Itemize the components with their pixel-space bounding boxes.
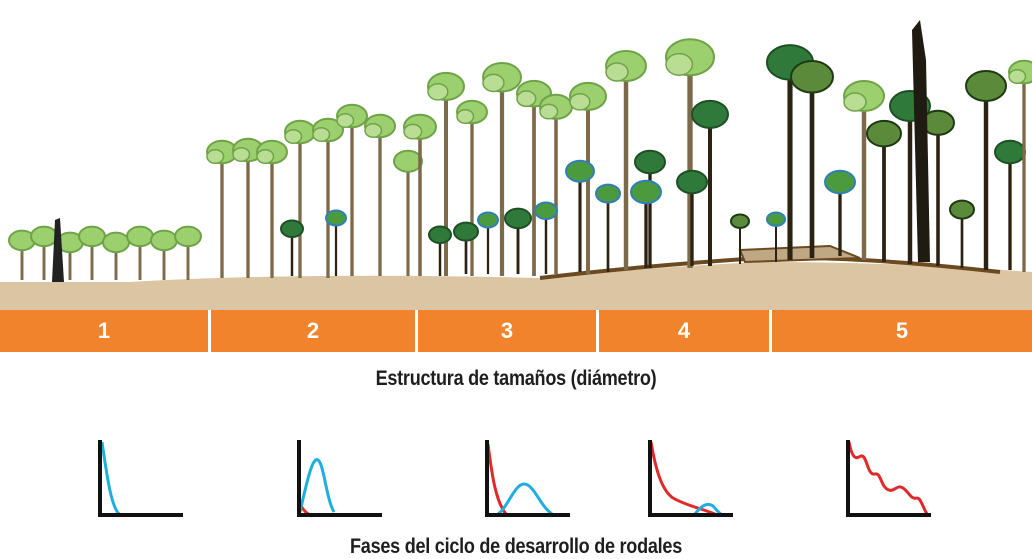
tree-crown xyxy=(534,201,558,221)
curve-blue xyxy=(100,441,121,516)
tree-crown-lobe xyxy=(364,123,383,138)
tree-crown xyxy=(174,225,202,248)
tree-crown xyxy=(866,119,902,148)
size-structure-title: Estructura de tamaños (diámetro) xyxy=(375,367,657,390)
tree-crown-lobe xyxy=(427,82,449,101)
dead-snag xyxy=(912,20,930,262)
curve-blue xyxy=(495,482,553,517)
curve-blue xyxy=(298,458,336,513)
phase-bar: 1 2 3 4 5 xyxy=(0,310,1032,352)
tree-crown xyxy=(565,159,595,183)
ground xyxy=(0,262,1032,310)
tree-crown xyxy=(126,225,154,248)
size-curve-phase-4 xyxy=(648,440,733,517)
tree-crown-lobe xyxy=(516,90,537,108)
tree-crown xyxy=(325,209,347,227)
tree-crown xyxy=(78,225,106,248)
curve-red xyxy=(847,441,929,515)
tree-crown xyxy=(766,211,786,227)
curve-red xyxy=(486,443,508,515)
tree-crown xyxy=(428,225,452,245)
phase-5: 5 xyxy=(772,310,1032,352)
tree-crown xyxy=(102,231,130,254)
tree-crown-lobe xyxy=(336,113,355,128)
dead-snag xyxy=(52,218,64,282)
tree-crown-lobe xyxy=(206,149,225,164)
tree-crown-lobe xyxy=(232,147,251,162)
tree-crown-lobe xyxy=(605,62,629,82)
axis xyxy=(648,440,733,517)
size-curve-phase-5 xyxy=(846,440,931,517)
tree-crown xyxy=(280,219,304,239)
tree-crown-lobe xyxy=(539,103,559,120)
axis xyxy=(846,440,931,517)
phase-1: 1 xyxy=(0,310,208,352)
tree-crown xyxy=(477,211,499,229)
tree-crown xyxy=(949,199,975,220)
tree-crown xyxy=(150,229,178,252)
phase-2: 2 xyxy=(211,310,415,352)
tree-crown-lobe xyxy=(569,92,591,111)
tree-crown-lobe xyxy=(312,127,331,142)
tree-crown-lobe xyxy=(482,73,505,93)
axis xyxy=(98,440,183,517)
size-curve-phase-3 xyxy=(485,440,570,517)
tree-crown xyxy=(634,149,666,175)
tree-crown-lobe xyxy=(256,149,275,164)
curve-red xyxy=(649,441,718,517)
tree-crown xyxy=(393,149,423,173)
tree-crown-lobe xyxy=(665,52,694,76)
tree-crown xyxy=(595,183,621,204)
tree-crown xyxy=(630,179,662,205)
tree-crown-lobe xyxy=(456,109,475,124)
tree-crown xyxy=(790,60,834,94)
axis xyxy=(297,440,382,517)
tree-crown xyxy=(504,207,532,230)
tree-crown xyxy=(824,169,856,195)
phase-4: 4 xyxy=(599,310,769,352)
size-curve-phase-2 xyxy=(297,440,382,517)
tree-crown-lobe xyxy=(843,92,867,112)
tree-crown xyxy=(965,70,1007,102)
tree-crown-lobe xyxy=(403,123,423,140)
tree-crown xyxy=(994,139,1026,165)
fallen-log xyxy=(738,244,861,264)
phase-3: 3 xyxy=(418,310,596,352)
tree-crown xyxy=(30,225,58,248)
forest-stand-illustration xyxy=(0,20,1032,310)
tree-crown xyxy=(691,99,729,129)
tree-crown xyxy=(453,221,479,242)
tree-crown xyxy=(730,213,750,229)
tree-crown xyxy=(676,169,708,195)
axis xyxy=(485,440,570,517)
size-curve-phase-1 xyxy=(98,440,183,517)
cycle-title: Fases del ciclo de desarrollo de rodales xyxy=(350,535,682,558)
tree-crown-lobe xyxy=(1008,69,1027,84)
tree-crown-lobe xyxy=(284,129,303,144)
